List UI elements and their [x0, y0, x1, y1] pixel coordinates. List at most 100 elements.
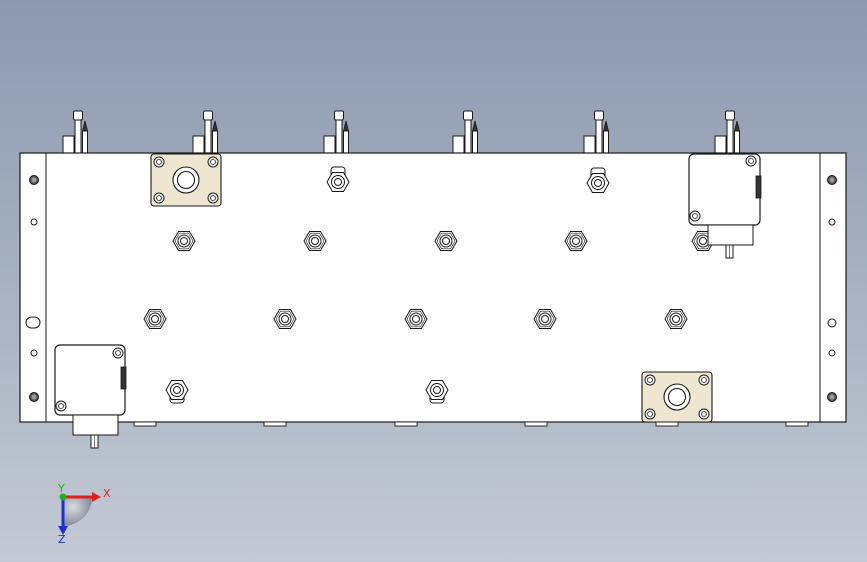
hex-fitting — [664, 309, 688, 329]
angled-fitting — [165, 380, 189, 404]
hex-nut-inner — [406, 310, 426, 328]
cover-block-bottom-right — [641, 371, 713, 423]
port-bore — [442, 237, 450, 245]
hex-nut-inner — [305, 232, 325, 250]
port-bore — [433, 386, 441, 394]
mounting-hole-core — [829, 177, 835, 183]
hex-fitting — [273, 309, 297, 329]
y-axis-dot — [59, 493, 67, 501]
foot-pad — [785, 421, 809, 427]
mounting-hole-core — [829, 394, 835, 400]
side-mounting-holes — [25, 175, 837, 402]
actuator-bolt-inner — [115, 350, 121, 356]
tube-tip — [211, 120, 219, 132]
tube-fitting-group — [583, 110, 610, 154]
angled-fitting — [425, 380, 449, 404]
tube-cap — [73, 110, 83, 121]
tube-cap — [463, 110, 473, 121]
port-bore — [180, 237, 188, 245]
foot-pad — [133, 421, 157, 427]
mounting-hole-core — [31, 177, 37, 183]
tube-tip — [733, 120, 741, 132]
tube-tip — [602, 120, 610, 132]
angled-fitting — [326, 166, 350, 192]
block-port-inner — [176, 170, 196, 190]
block-port-inner — [667, 387, 687, 407]
port-bore — [151, 315, 159, 323]
triad-shade — [63, 497, 92, 526]
block-bolt-inner — [156, 159, 162, 165]
block-bolt-inner — [210, 159, 216, 165]
tube-main — [74, 119, 82, 154]
hex-fitting — [564, 231, 588, 251]
tube-base — [452, 135, 465, 154]
tube-cap — [334, 110, 344, 121]
tube-fitting-group — [192, 110, 219, 154]
tube-side — [212, 130, 218, 154]
hex-nut-inner — [174, 232, 194, 250]
tube-main — [464, 119, 472, 154]
tube-main — [726, 119, 734, 154]
tube-fitting-group — [62, 110, 89, 154]
block-bolt-inner — [701, 411, 707, 417]
port-bore — [281, 315, 289, 323]
tube-tip — [81, 120, 89, 132]
port-bore — [594, 179, 602, 187]
hex-nut-inner — [145, 310, 165, 328]
mounting-hole — [827, 318, 837, 328]
tube-base — [62, 135, 75, 154]
tube-base — [714, 135, 727, 154]
tube-side — [603, 130, 609, 154]
tube-fitting-group — [452, 110, 479, 154]
y-axis-label: Y — [57, 482, 65, 495]
tube-fitting-group — [323, 110, 350, 154]
block-bolt-inner — [647, 411, 653, 417]
actuator-bolt-inner — [58, 403, 64, 409]
block-bolt-inner — [701, 377, 707, 383]
angled-port-fittings — [165, 166, 610, 404]
tube-main — [595, 119, 603, 154]
cover-block-top-left — [150, 153, 222, 207]
actuator-box-top-right — [688, 153, 762, 259]
hex-port-fittings — [143, 231, 715, 329]
tube-side — [82, 130, 88, 154]
block-bolt-inner — [210, 195, 216, 201]
mounting-hole — [30, 349, 38, 357]
slot-hole — [25, 316, 41, 329]
block-bolt-inner — [156, 195, 162, 201]
port-bore — [334, 178, 342, 186]
hex-fitting — [434, 231, 458, 251]
foot-pad — [263, 421, 287, 427]
tube-side — [343, 130, 349, 154]
foot-pad — [524, 421, 548, 427]
mounting-hole-core — [31, 394, 37, 400]
port-bore — [412, 315, 420, 323]
bottom-feet — [133, 421, 809, 427]
tube-tip — [471, 120, 479, 132]
hex-fitting — [533, 309, 557, 329]
port-bore — [672, 315, 680, 323]
actuator-connector — [120, 366, 127, 390]
z-arrow-head — [58, 526, 68, 535]
orientation-triad: X Y Z — [57, 482, 111, 546]
mounting-hole — [828, 349, 836, 357]
foot-pad — [394, 421, 418, 427]
actuator-bolt-inner — [748, 158, 754, 164]
tube-base — [192, 135, 205, 154]
hex-fitting — [172, 231, 196, 251]
hex-fitting — [143, 309, 167, 329]
tube-base — [323, 135, 336, 154]
top-fittings — [62, 110, 741, 154]
tube-cap — [725, 110, 735, 121]
hex-nut-inner — [666, 310, 686, 328]
hex-nut-inner — [566, 232, 586, 250]
x-arrow-head — [92, 492, 101, 502]
tube-main — [204, 119, 212, 154]
tube-tip — [342, 120, 350, 132]
mounting-hole — [828, 218, 836, 226]
hex-nut-inner — [436, 232, 456, 250]
actuator-neck — [707, 224, 754, 246]
tube-fitting-group — [714, 110, 741, 154]
